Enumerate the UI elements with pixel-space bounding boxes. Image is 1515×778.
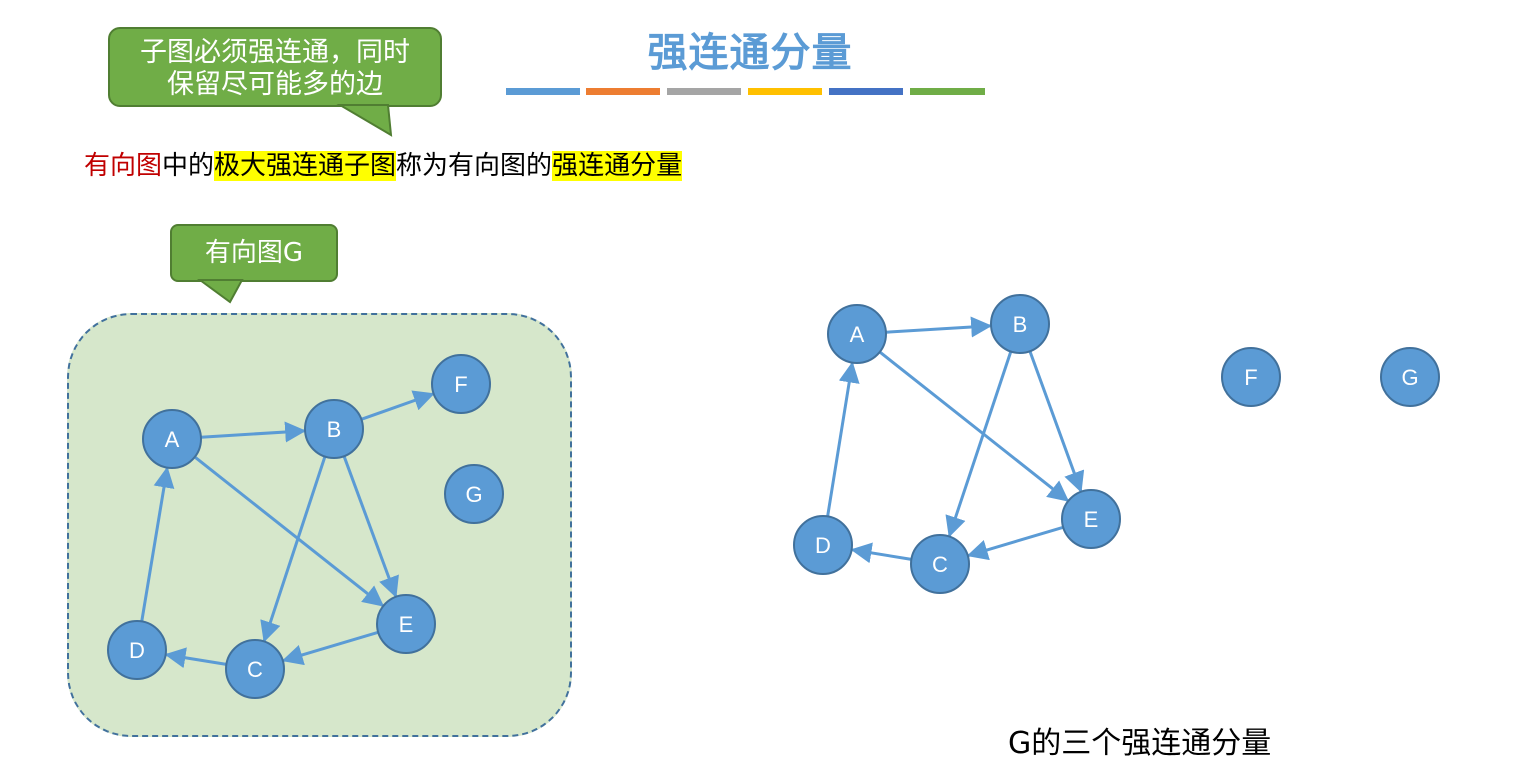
left-node-label-b: B — [327, 417, 342, 442]
left-edge-c-to-d — [164, 647, 227, 669]
graph-g-callout: 有向图G — [170, 224, 338, 282]
right-node-circle-c — [910, 534, 970, 594]
right-node-d: D — [793, 515, 853, 575]
left-node-d: D — [107, 620, 167, 680]
right-edge-a-to-b — [885, 316, 993, 338]
left-edge-b-to-c — [260, 456, 327, 643]
left-graph-nodes: A B C D E F G — [107, 354, 504, 699]
right-node-label-c: C — [932, 552, 948, 577]
color-bar-segment-4 — [748, 88, 822, 95]
right-node-label-a: A — [850, 322, 865, 347]
right-node-c: C — [910, 534, 970, 594]
color-bar-segment-1 — [506, 88, 580, 95]
right-edge-e-to-c — [966, 525, 1064, 561]
definition-term-maximal-subgraph: 极大强连通子图 — [214, 151, 397, 181]
definition-term-directed-graph: 有向图 — [84, 151, 163, 181]
right-node-a: A — [827, 304, 887, 364]
right-node-circle-f — [1221, 347, 1281, 407]
graph-g-callout-tail — [196, 279, 244, 304]
right-graph-nodes: A B C D E F G — [793, 294, 1440, 594]
definition-sentence: 有向图中的极大强连通子图称为有向图的强连通分量 — [84, 145, 683, 182]
right-node-circle-a — [827, 304, 887, 364]
left-node-a: A — [142, 409, 202, 469]
note-callout: 子图必须强连通，同时 保留尽可能多的边 — [108, 27, 442, 107]
left-node-circle-f — [431, 354, 491, 414]
right-node-g: G — [1380, 347, 1440, 407]
color-bar-segment-5 — [829, 88, 903, 95]
note-line-2: 保留尽可能多的边 — [167, 69, 383, 100]
left-node-label-d: D — [129, 638, 145, 663]
left-edge-b-to-e — [342, 455, 399, 598]
left-node-label-g: G — [465, 482, 482, 507]
note-line-1: 子图必须强连通，同时 — [140, 37, 410, 68]
left-graph-edges — [140, 390, 435, 669]
page-title: 强连通分量 — [647, 30, 853, 76]
right-edge-a-to-e — [878, 350, 1070, 502]
right-graph-edges — [826, 316, 1085, 564]
left-edge-b-to-f — [360, 390, 435, 421]
right-node-circle-d — [793, 515, 853, 575]
right-edge-b-to-c — [945, 351, 1013, 538]
color-bar-segment-6 — [910, 88, 985, 95]
left-node-circle-c — [225, 639, 285, 699]
note-callout-tail — [336, 104, 393, 137]
right-node-label-b: B — [1013, 312, 1028, 337]
right-node-f: F — [1221, 347, 1281, 407]
left-node-circle-d — [107, 620, 167, 680]
definition-term-scc: 强连通分量 — [552, 151, 683, 181]
right-node-circle-e — [1061, 489, 1121, 549]
left-edge-a-to-e — [193, 455, 385, 607]
definition-text-2: 称为有向图的 — [396, 151, 553, 181]
right-node-e: E — [1061, 489, 1121, 549]
right-node-label-f: F — [1244, 365, 1257, 390]
right-node-circle-b — [990, 294, 1050, 354]
left-node-c: C — [225, 639, 285, 699]
components-caption: G的三个强连通分量 — [1008, 726, 1272, 761]
left-node-circle-g — [444, 464, 504, 524]
right-edge-d-to-a — [826, 361, 860, 517]
left-node-f: F — [431, 354, 491, 414]
right-node-b: B — [990, 294, 1050, 354]
right-node-label-d: D — [815, 533, 831, 558]
color-bar-segment-3 — [667, 88, 741, 95]
right-node-label-g: G — [1401, 365, 1418, 390]
right-edge-b-to-e — [1028, 350, 1085, 493]
right-node-label-e: E — [1084, 507, 1099, 532]
right-node-circle-g — [1380, 347, 1440, 407]
right-edge-c-to-d — [850, 542, 912, 564]
left-node-label-e: E — [399, 612, 414, 637]
left-node-circle-e — [376, 594, 436, 654]
left-edge-e-to-c — [281, 630, 379, 666]
definition-text-1: 中的 — [162, 151, 215, 181]
left-node-b: B — [304, 399, 364, 459]
left-node-circle-b — [304, 399, 364, 459]
color-bar-segment-2 — [586, 88, 660, 95]
left-node-label-a: A — [165, 427, 180, 452]
left-node-label-c: C — [247, 657, 263, 682]
left-edge-a-to-b — [200, 421, 307, 443]
left-edge-d-to-a — [140, 466, 175, 622]
left-node-circle-a — [142, 409, 202, 469]
left-node-label-f: F — [454, 372, 467, 397]
left-node-e: E — [376, 594, 436, 654]
left-node-g: G — [444, 464, 504, 524]
